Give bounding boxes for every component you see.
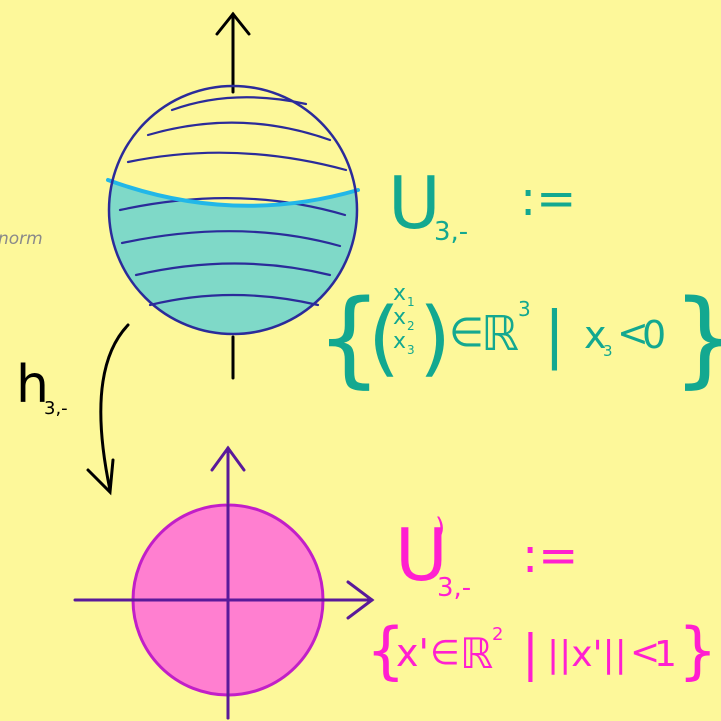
r-space-exponent: 3 bbox=[518, 297, 531, 321]
element-of-symbol: ∈ bbox=[449, 310, 484, 356]
u-upper-letter: U bbox=[388, 161, 441, 245]
latitude-lines bbox=[118, 96, 348, 307]
u-lower-prime: ) bbox=[435, 513, 445, 543]
u-lower-bar: | bbox=[522, 624, 539, 682]
u-upper-assign: := bbox=[520, 171, 576, 227]
u-lower-subscript: 3,- bbox=[437, 573, 471, 603]
map-subscript: 3,- bbox=[44, 398, 68, 419]
sphere-outline bbox=[107, 84, 359, 336]
u-lower-assign: := bbox=[522, 528, 578, 584]
equator-cap-edge bbox=[106, 178, 360, 208]
u-upper-set: { ( x 1 x 2 x 3 ) ∈ ℝ 3 | x 3 < 0 } bbox=[316, 277, 721, 399]
u-lower-definition: U ) 3,- := bbox=[395, 513, 578, 603]
x3-var: x bbox=[393, 329, 406, 354]
u-lower-open-brace: { bbox=[366, 614, 405, 687]
u-lower-space: ℝ bbox=[460, 629, 493, 678]
x2-var: x bbox=[393, 305, 406, 330]
u-lower-close-brace: } bbox=[678, 614, 717, 687]
condition-value: 0 bbox=[642, 313, 666, 357]
r-space-symbol: ℝ bbox=[481, 306, 519, 362]
condition-sub: 3 bbox=[603, 342, 613, 360]
condition-relation: < bbox=[617, 311, 649, 355]
u-upper-close-brace: } bbox=[672, 277, 721, 399]
lower-cap-region bbox=[109, 178, 357, 334]
set-bar: | bbox=[544, 298, 565, 372]
sphere bbox=[106, 84, 360, 336]
u-lower-in: ∈ bbox=[430, 633, 460, 673]
condition-var: x bbox=[584, 313, 607, 357]
u-upper-definition: U 3,- := bbox=[388, 161, 576, 247]
map-name: h bbox=[16, 355, 49, 415]
x2-sub: 2 bbox=[407, 319, 415, 333]
u-lower-val: 1 bbox=[654, 634, 677, 675]
disk-axes bbox=[73, 503, 375, 720]
x1-var: x bbox=[393, 281, 406, 306]
faint-cut-label: norm bbox=[0, 229, 43, 249]
u-lower-rel: < bbox=[630, 632, 660, 673]
map-arrow bbox=[86, 323, 130, 496]
u-upper-subscript: 3,- bbox=[434, 217, 468, 247]
u-lower-space-exp: 2 bbox=[492, 624, 503, 645]
u-lower-var: x' bbox=[396, 631, 429, 675]
column-vector-open-paren: ( bbox=[368, 291, 400, 386]
x1-sub: 1 bbox=[407, 295, 415, 309]
u-lower-norm: ||x'|| bbox=[547, 634, 627, 675]
u-lower-set: { x' ∈ ℝ 2 | ||x'|| < 1 } bbox=[366, 614, 717, 687]
sphere-up-arrow bbox=[215, 11, 251, 94]
x3-sub: 3 bbox=[407, 343, 415, 357]
u-lower-letter: U bbox=[395, 513, 448, 597]
u-upper-open-brace: { bbox=[316, 277, 382, 399]
column-vector-close-paren: ) bbox=[419, 291, 451, 386]
map-label: h 3,- bbox=[16, 355, 68, 419]
